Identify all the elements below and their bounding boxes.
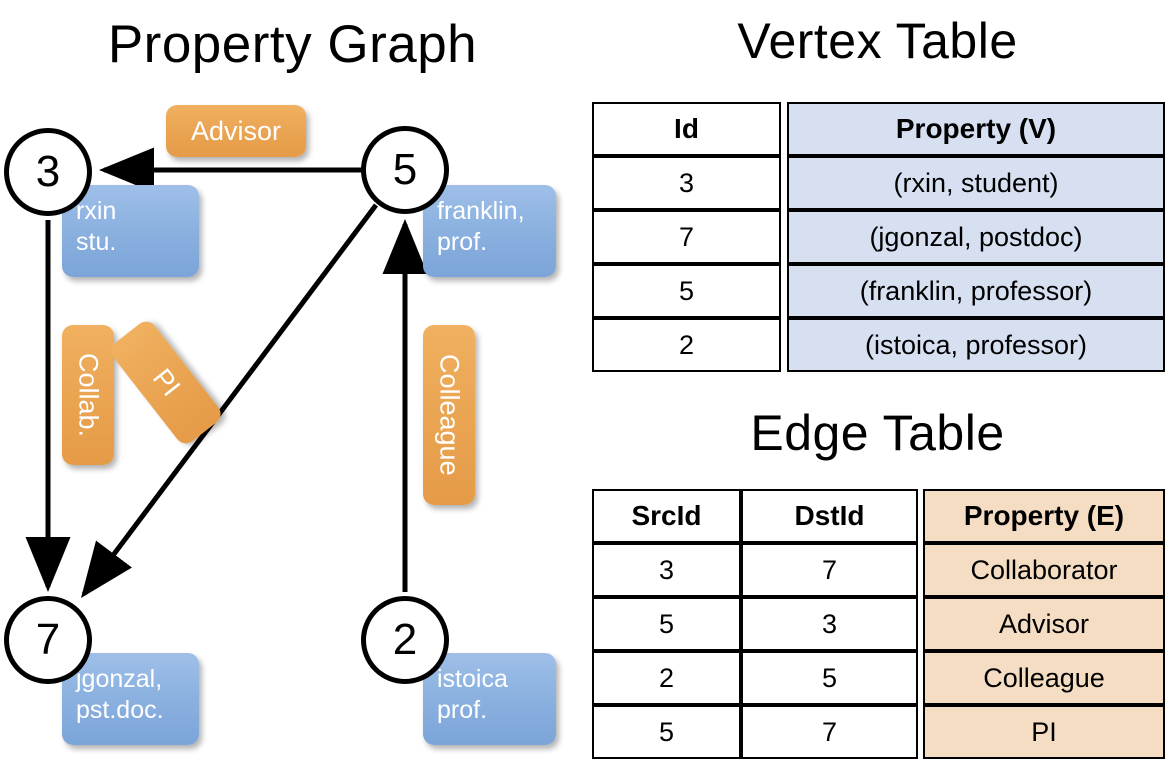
table-row: 3 (rxin, student) (592, 156, 1165, 210)
table-row: 5 3 Advisor (592, 597, 1165, 651)
vertex-table-header-id: Id (592, 102, 781, 156)
table-row: 5 (franklin, professor) (592, 264, 1165, 318)
vertex-table-cell-id: 5 (592, 264, 781, 318)
vertex-property-box-5-line2: prof. (437, 228, 488, 257)
edge-table-cell-srcid: 5 (592, 705, 741, 759)
vertex-property-box-7-line2: pst.doc. (76, 696, 164, 725)
graph-node-5: 5 (361, 126, 449, 214)
vertex-table: Id Property (V) 3 (rxin, student) 7 (jgo… (592, 102, 1165, 372)
graph-node-3: 3 (4, 128, 92, 216)
page-title-vertex-table: Vertex Table (737, 13, 1018, 69)
column-gutter (781, 318, 787, 372)
graph-node-7: 7 (4, 596, 92, 684)
vertex-property-box-7: jgonzal, pst.doc. (62, 653, 199, 745)
edge-label-advisor: Advisor (166, 105, 306, 157)
vertex-property-box-3-line2: stu. (76, 228, 117, 257)
vertex-property-box-3: rxin stu. (62, 185, 199, 277)
edge-table: SrcId DstId Property (E) 3 7 Collaborato… (592, 489, 1165, 759)
column-gutter (918, 651, 923, 705)
table-row: 2 5 Colleague (592, 651, 1165, 705)
vertex-table-header-property: Property (V) (787, 102, 1165, 156)
edge-label-collab-text: Collab. (73, 352, 104, 438)
graph-edges-layer (25, 147, 428, 598)
edge-label-colleague: Colleague (423, 325, 475, 505)
vertex-property-box-2-line1: istoica (437, 665, 508, 693)
edge-table-cell-property: Colleague (923, 651, 1165, 705)
column-gutter (918, 705, 923, 759)
vertex-property-box-5: franklin, prof. (423, 185, 556, 277)
edge-table-cell-srcid: 5 (592, 597, 741, 651)
vertex-table-cell-id: 7 (592, 210, 781, 264)
edge-table-cell-property: Advisor (923, 597, 1165, 651)
table-row: 3 7 Collaborator (592, 543, 1165, 597)
table-row: 2 (istoica, professor) (592, 318, 1165, 372)
edge-table-cell-dstid: 5 (741, 651, 918, 705)
vertex-table-cell-property: (jgonzal, postdoc) (787, 210, 1165, 264)
edge-label-advisor-text: Advisor (190, 115, 282, 146)
edge-table-cell-dstid: 7 (741, 543, 918, 597)
column-gutter (781, 210, 787, 264)
column-gutter (918, 543, 923, 597)
column-gutter (781, 156, 787, 210)
edge-5-to-7 (80, 203, 378, 598)
edge-table-cell-property: PI (923, 705, 1165, 759)
vertex-property-box-2: istoica prof. (423, 653, 556, 745)
edge-table-header-srcid: SrcId (592, 489, 741, 543)
table-header-row: SrcId DstId Property (E) (592, 489, 1165, 543)
page-title-property-graph: Property Graph (107, 15, 478, 74)
edge-table-cell-property: Collaborator (923, 543, 1165, 597)
table-header-row: Id Property (V) (592, 102, 1165, 156)
edge-label-colleague-text: Colleague (434, 354, 465, 476)
vertex-table-cell-id: 2 (592, 318, 781, 372)
vertex-table-cell-property: (istoica, professor) (787, 318, 1165, 372)
vertex-table-cell-property: (franklin, professor) (787, 264, 1165, 318)
vertex-table-cell-property: (rxin, student) (787, 156, 1165, 210)
vertex-property-box-3-line1: rxin (76, 197, 117, 225)
vertex-property-box-5-line1: franklin, (437, 197, 525, 225)
column-gutter (918, 597, 923, 651)
table-row: 7 (jgonzal, postdoc) (592, 210, 1165, 264)
column-gutter (781, 102, 787, 156)
graph-node-2: 2 (361, 596, 449, 684)
property-graph-panel: Property Graph Advisor Collab. PI Collea… (4, 15, 556, 745)
vertex-table-cell-id: 3 (592, 156, 781, 210)
edge-table-cell-srcid: 3 (592, 543, 741, 597)
edge-table-header-property: Property (E) (923, 489, 1165, 543)
edge-label-pi-text: PI (146, 362, 187, 402)
table-row: 5 7 PI (592, 705, 1165, 759)
column-gutter (781, 264, 787, 318)
page-title-edge-table: Edge Table (750, 405, 1005, 461)
vertex-property-box-7-line1: jgonzal, (76, 665, 163, 693)
edge-table-header-dstid: DstId (741, 489, 918, 543)
edge-table-cell-dstid: 7 (741, 705, 918, 759)
edge-table-cell-dstid: 3 (741, 597, 918, 651)
edge-table-cell-srcid: 2 (592, 651, 741, 705)
column-gutter (918, 489, 923, 543)
edge-label-collab: Collab. (62, 325, 114, 465)
vertex-property-box-2-line2: prof. (437, 696, 488, 725)
